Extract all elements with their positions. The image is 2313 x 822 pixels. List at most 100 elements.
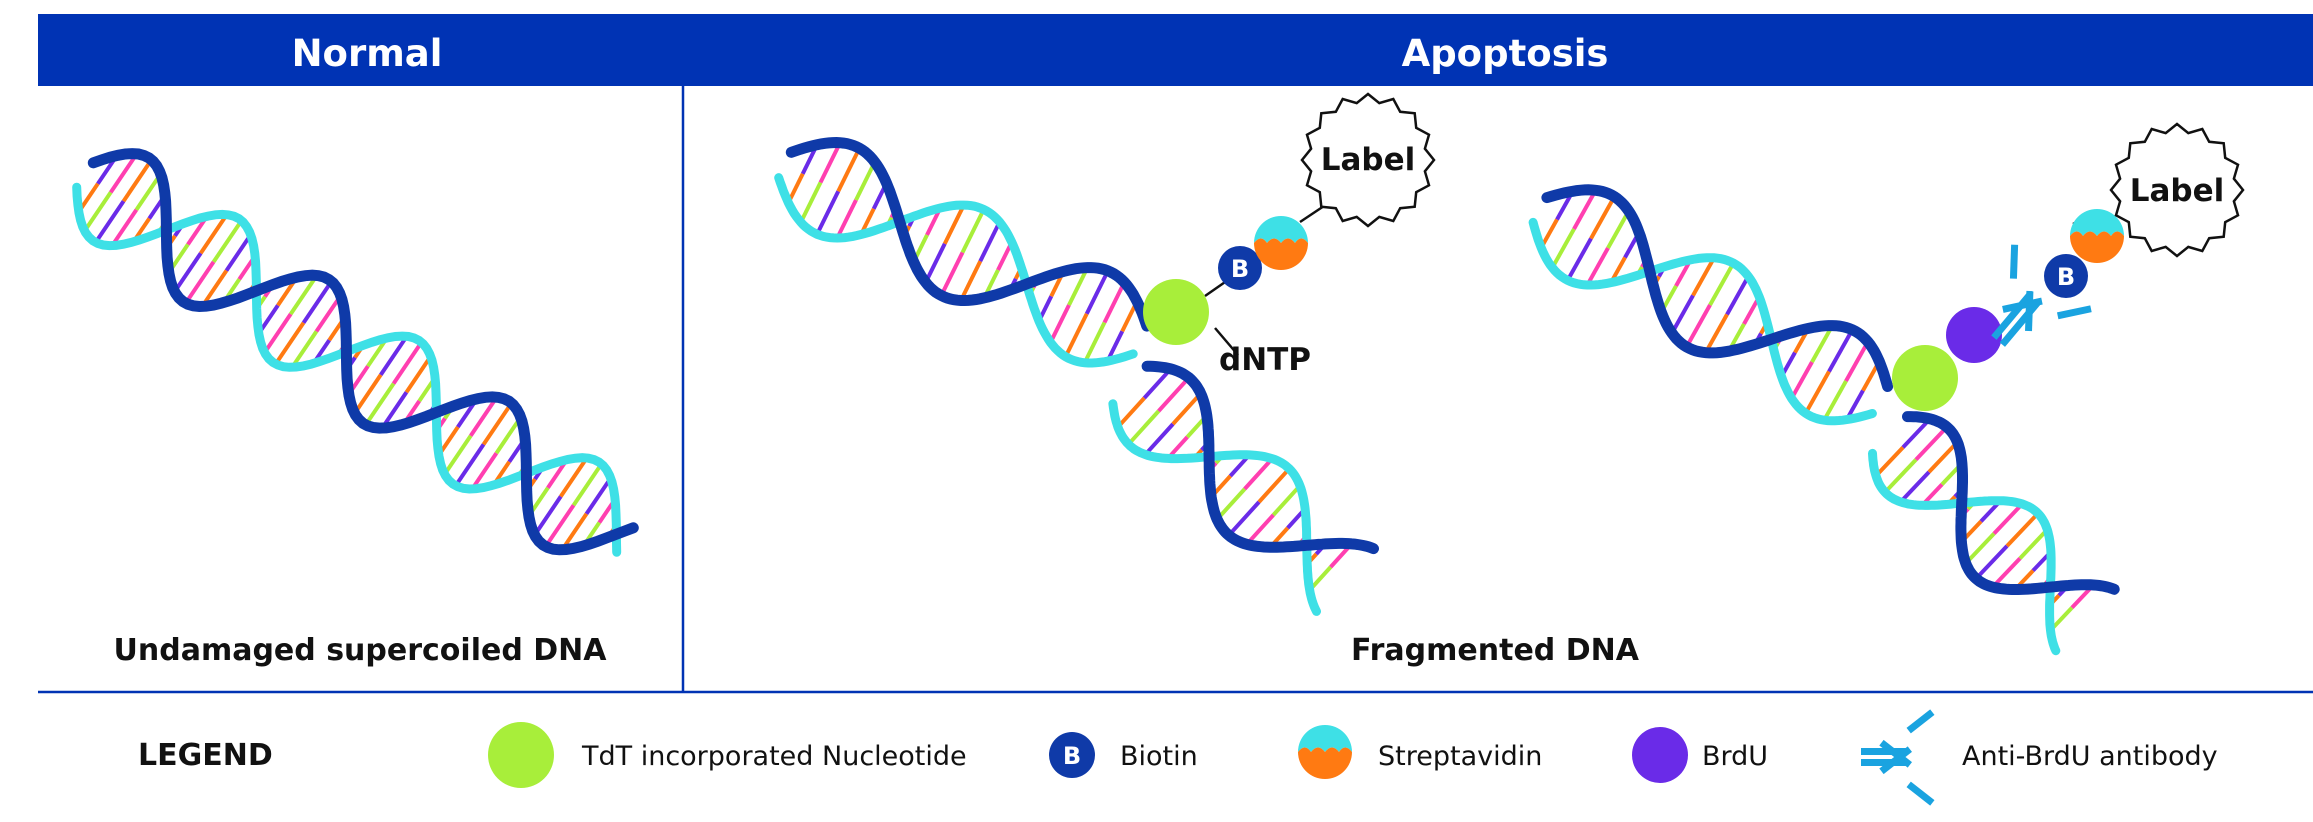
base-pair-rung	[1215, 487, 1247, 521]
base-pair-rung	[1565, 237, 1593, 282]
dna-strand-light	[1528, 217, 1877, 426]
base-pair-rung	[481, 401, 514, 446]
base-pair-rung	[200, 269, 229, 308]
svg-text:B: B	[1063, 742, 1081, 770]
base-pair-rung	[211, 219, 244, 264]
dna-strand-light	[774, 173, 1138, 368]
base-pair-rung	[470, 451, 499, 491]
connector-line	[1214, 327, 1239, 356]
base-pair-rung	[404, 355, 433, 394]
base-pair-rung	[978, 221, 1002, 263]
base-pair-rung	[379, 335, 409, 377]
base-pair-rung	[134, 172, 163, 211]
svg-text:Label: Label	[1321, 142, 1416, 178]
caption-normal: Undamaged supercoiled DNA	[114, 633, 608, 668]
base-pair-rung	[224, 233, 253, 272]
dna-strand-dark	[1902, 411, 2120, 595]
base-pair-rung	[1725, 275, 1751, 316]
base-pair-rung	[1243, 457, 1274, 491]
header-title-normal: Normal	[292, 32, 443, 75]
base-pair-rung	[93, 199, 126, 244]
dna-helix-fragment-lower-2	[1868, 411, 2120, 656]
base-pair-rung	[1606, 210, 1631, 249]
base-pair-rung	[1901, 417, 1932, 449]
biotin-icon: B	[2044, 254, 2088, 298]
base-pair-rung	[1691, 256, 1716, 297]
brdu-icon	[1946, 307, 2002, 363]
legend-label-antibody: Anti-BrdU antibody	[1962, 741, 2218, 772]
base-pair-rung	[1143, 422, 1175, 456]
antibody-icon	[1991, 244, 2092, 347]
dna-strand-dark	[87, 148, 639, 556]
antibody-icon	[1861, 709, 1935, 806]
base-pair-rung	[835, 199, 858, 239]
base-pair-rung	[352, 373, 383, 415]
base-pair-rung	[532, 495, 563, 537]
legend-label-streptavidin: Streptavidin	[1378, 741, 1542, 772]
base-pair-rung	[442, 434, 473, 476]
base-pair-rung	[1670, 294, 1695, 335]
base-pair-rung	[559, 456, 589, 498]
base-pair-rung	[923, 242, 947, 284]
base-pair-rung	[1067, 266, 1090, 306]
base-pair-rung	[82, 191, 113, 233]
base-pair-rung	[815, 190, 841, 236]
base-pair-rung	[799, 181, 823, 224]
base-pair-rung	[1703, 313, 1729, 354]
dna-helix-fragment-upper-1	[774, 136, 1153, 368]
legend-label-brdu: BrdU	[1702, 741, 1768, 772]
base-pair-rung	[273, 321, 306, 366]
legend-label-biotin: Biotin	[1120, 741, 1198, 772]
base-pair-rung	[1827, 328, 1855, 373]
base-pair-rung	[2005, 511, 2040, 548]
base-pair-rung	[1914, 425, 1949, 462]
base-pair-rung	[571, 462, 604, 507]
caption-apoptosis: Fragmented DNA	[1351, 633, 1640, 668]
base-pair-rung	[290, 330, 319, 369]
base-pair-rung	[1708, 262, 1736, 306]
base-pair-rung	[584, 476, 613, 516]
base-pair-rung	[1585, 247, 1610, 286]
dna-helix-fragment-upper-2	[1528, 184, 1894, 426]
base-pair-rung	[942, 204, 966, 245]
svg-text:B: B	[2057, 263, 2075, 291]
base-pair-rung	[1550, 228, 1576, 269]
base-pair-rung	[1126, 409, 1161, 446]
dna-strand-light	[72, 182, 622, 557]
base-pair-rung	[854, 161, 877, 201]
base-pair-rung	[1899, 470, 1931, 504]
base-pair-rung	[1964, 532, 1996, 565]
dna-helix-fragment-lower-1	[1108, 360, 1379, 616]
base-pair-rung	[1572, 189, 1598, 230]
base-pair-rung	[1245, 513, 1275, 546]
base-pair-rung	[109, 152, 139, 194]
base-pair-rung	[1257, 467, 1291, 504]
base-pair-rung	[121, 158, 154, 203]
base-pair-rung	[1991, 556, 2022, 589]
base-pair-rung	[1789, 361, 1814, 400]
base-pair-rung	[1084, 269, 1110, 315]
base-pair-rung	[1927, 440, 1959, 474]
nucleotide-icon	[1892, 345, 1958, 411]
legend-label-nucleotide: TdT incorporated Nucleotide	[581, 741, 967, 772]
base-pair-rung	[1810, 324, 1835, 363]
base-pair-rung	[1271, 484, 1302, 517]
dna-strand-dark	[785, 136, 1153, 332]
base-pair-rung	[363, 382, 396, 426]
base-pair-rung	[1227, 500, 1261, 537]
base-pair-rung	[543, 504, 576, 548]
base-pair-rung	[199, 213, 229, 255]
biotin-icon: B	[1218, 246, 1262, 290]
base-pair-rung	[1116, 396, 1146, 429]
dna-strand-dark	[1541, 184, 1894, 392]
base-pair-rung	[1883, 458, 1918, 494]
base-pair-rung	[1844, 340, 1870, 382]
streptavidin-icon	[1254, 216, 1308, 270]
streptavidin-icon	[2070, 209, 2124, 263]
base-pair-rung	[301, 280, 334, 324]
base-pair-rung	[1684, 304, 1712, 348]
base-pair-rung	[380, 391, 409, 430]
svg-text:Label: Label	[2130, 173, 2225, 209]
base-pair-rung	[2018, 528, 2049, 560]
